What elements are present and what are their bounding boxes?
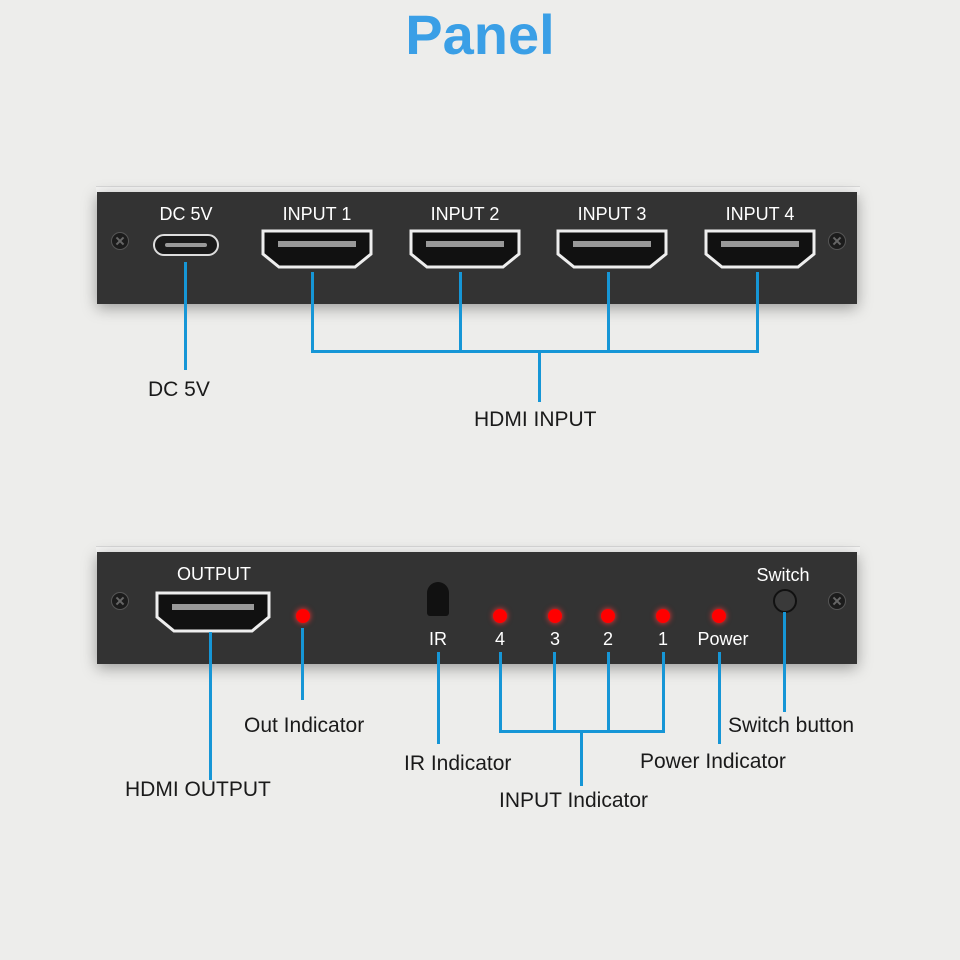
screw-icon xyxy=(111,232,129,250)
callout-ir-indicator: IR Indicator xyxy=(404,752,512,775)
screw-icon xyxy=(111,592,129,610)
callout-line xyxy=(209,632,212,780)
callout-line xyxy=(311,350,759,353)
input3-label: INPUT 3 xyxy=(577,204,647,224)
led1-label: 1 xyxy=(657,629,669,649)
input2-led-icon xyxy=(601,609,615,623)
led2-label: 2 xyxy=(602,629,614,649)
hdmi-port-icon xyxy=(556,229,668,269)
callout-line xyxy=(756,272,759,352)
switch-button[interactable] xyxy=(773,589,797,613)
front-plate-top xyxy=(96,186,860,195)
input2-label: INPUT 2 xyxy=(430,204,500,224)
power-label: Power xyxy=(697,629,749,649)
callout-line xyxy=(718,652,721,744)
callout-hdmi-output: HDMI OUTPUT xyxy=(125,778,271,801)
output-label: OUTPUT xyxy=(177,564,251,584)
callout-line xyxy=(459,272,462,352)
callout-line xyxy=(580,730,583,786)
callout-line xyxy=(662,652,665,732)
callout-line xyxy=(553,652,556,732)
screw-icon xyxy=(828,232,846,250)
callout-line xyxy=(538,350,541,402)
callout-line xyxy=(437,652,440,744)
callout-switch-button: Switch button xyxy=(728,714,855,737)
hdmi-port-icon xyxy=(261,229,373,269)
dc-port-label: DC 5V xyxy=(159,204,213,224)
input1-label: INPUT 1 xyxy=(282,204,352,224)
back-plate-top xyxy=(96,546,860,555)
callout-line xyxy=(499,652,502,732)
screw-icon xyxy=(828,592,846,610)
hdmi-port-icon xyxy=(155,591,271,633)
callout-dc: DC 5V xyxy=(148,378,210,401)
callout-power-indicator: Power Indicator xyxy=(640,750,786,773)
front-panel: DC 5V INPUT 1 INPUT 2 INPUT 3 INPUT 4 xyxy=(97,192,857,304)
led3-label: 3 xyxy=(549,629,561,649)
usb-c-port-icon xyxy=(153,234,219,256)
switch-label: Switch xyxy=(756,565,810,585)
callout-line xyxy=(184,262,187,370)
callout-line xyxy=(607,652,610,732)
input1-led-icon xyxy=(656,609,670,623)
callout-line xyxy=(607,272,610,352)
callout-line xyxy=(783,612,786,712)
back-panel: OUTPUT IR 4 3 2 1 Power Switch xyxy=(97,552,857,664)
callout-out-indicator: Out Indicator xyxy=(244,714,365,737)
input4-led-icon xyxy=(493,609,507,623)
input3-led-icon xyxy=(548,609,562,623)
callout-line xyxy=(301,628,304,700)
callout-line xyxy=(311,272,314,352)
out-led-icon xyxy=(296,609,310,623)
callout-hdmi-input: HDMI INPUT xyxy=(474,408,597,431)
page-title: Panel xyxy=(405,3,555,66)
ir-sensor-icon xyxy=(427,582,449,616)
hdmi-port-icon xyxy=(409,229,521,269)
callout-input-indicator: INPUT Indicator xyxy=(499,789,648,812)
ir-label: IR xyxy=(429,629,447,649)
led4-label: 4 xyxy=(494,629,506,649)
power-led-icon xyxy=(712,609,726,623)
hdmi-port-icon xyxy=(704,229,816,269)
input4-label: INPUT 4 xyxy=(725,204,795,224)
